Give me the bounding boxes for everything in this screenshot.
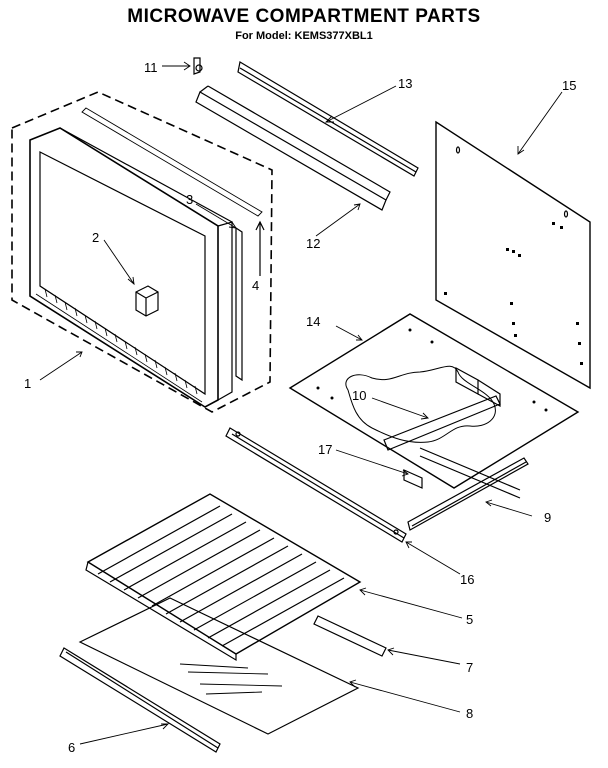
callout-16: 16 [460,572,474,587]
leader-lines [39,61,563,745]
part-2-latch-block [135,285,159,317]
model-subtitle: For Model: KEMS377XBL1 [235,30,373,42]
callout-14: 14 [306,314,320,329]
part-14-base-plate [288,313,580,489]
part-15-rear-panel [435,120,591,390]
callout-13: 13 [398,76,412,91]
callout-7: 7 [466,660,473,675]
callout-9: 9 [544,510,551,525]
part-5-tray [85,493,362,662]
part-17-bracket [403,469,423,489]
callout-3: 3 [186,192,193,207]
callout-2: 2 [92,230,99,245]
callout-labels: 1 2 3 4 5 6 7 8 9 10 11 12 13 14 15 16 1… [24,60,576,755]
callout-8: 8 [466,706,473,721]
part-10-element [345,365,501,451]
diagram-title: MICROWAVE COMPARTMENT PARTS [127,6,481,27]
callout-12: 12 [306,236,320,251]
callout-11: 11 [144,60,158,75]
part-8-glass-shelf [78,597,360,735]
part-4-dimension-arrow [255,220,265,276]
part-11-clip [193,57,203,75]
callout-5: 5 [466,612,473,627]
callout-4: 4 [252,278,259,293]
part-7-rail [313,615,387,657]
callout-6: 6 [68,740,75,755]
part-9-side-rail [407,447,529,531]
part-3-seal-strip [235,226,243,382]
part-12-channel [195,85,391,211]
part-1-door-assembly [11,91,273,413]
callout-10: 10 [352,388,366,403]
callout-1: 1 [24,376,31,391]
callout-15: 15 [562,78,576,93]
part-6-front-trim [59,647,221,753]
callout-17: 17 [318,442,332,457]
part-16-long-rail [225,427,407,543]
